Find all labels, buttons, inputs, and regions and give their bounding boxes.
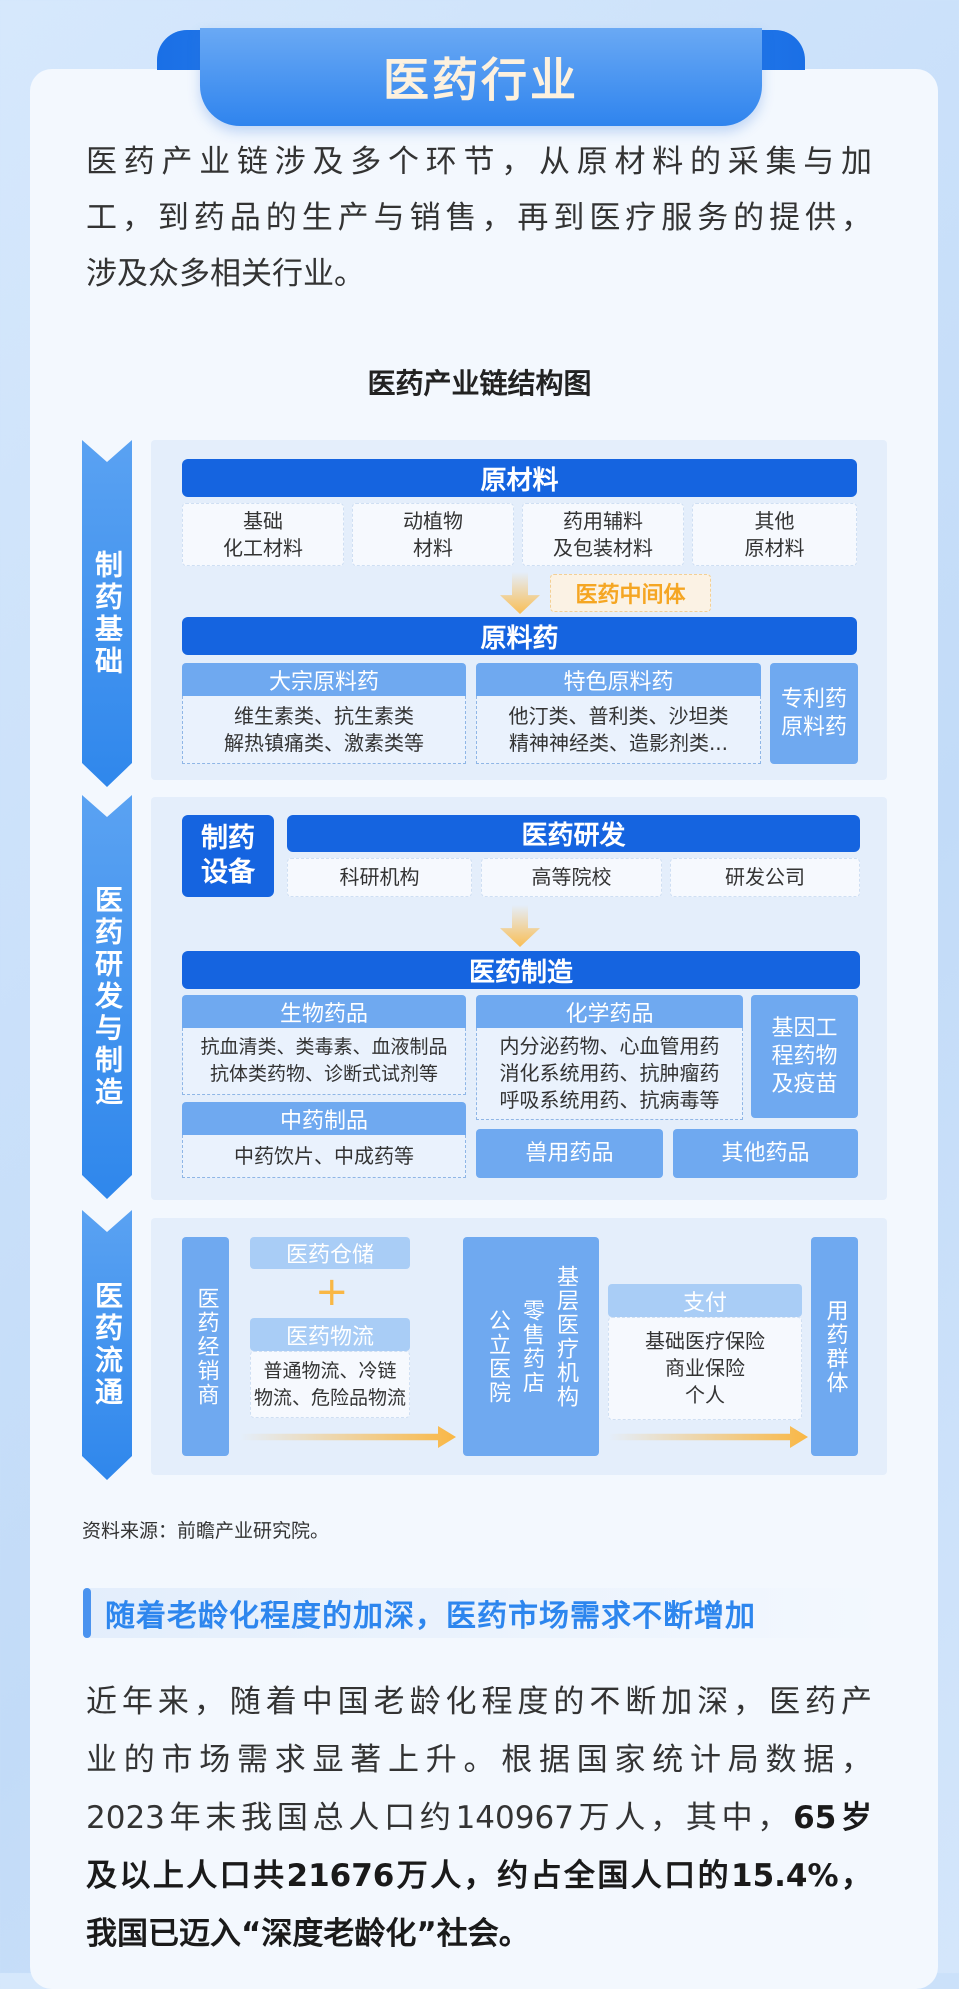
paragraph-line: 近年来，随着中国老龄化程度的不断加深，医药产	[86, 1684, 872, 1720]
diagram-title: 医药产业链结构图	[0, 362, 959, 402]
intermediate-box: 医药中间体	[550, 574, 711, 612]
section-heading: 随着老龄化程度的加深，医药市场需求不断增加	[83, 1588, 887, 1638]
payment-title: 支付	[608, 1284, 802, 1317]
terminal-label: 公立医院	[485, 1308, 510, 1405]
special-api-title: 特色原料药	[476, 663, 761, 696]
source-note: 资料来源：前瞻产业研究院。	[82, 1520, 330, 1542]
distributor-label: 医药经销商	[193, 1286, 219, 1407]
bulk-api-desc: 维生素类、抗生素类 解热镇痛类、激素类等	[182, 696, 466, 764]
material-box: 基础 化工材料	[182, 503, 344, 566]
paragraph-line: 业的市场需求显著上升。根据国家统计局数据，	[86, 1742, 872, 1778]
heading-accent-bar	[83, 1588, 91, 1638]
bio-title: 生物药品	[182, 995, 466, 1028]
diagram-title-text: 医药产业链结构图	[353, 367, 605, 400]
intro-line: 工，到药品的生产与销售，再到医疗服务的提供，	[86, 200, 872, 236]
stage-label: 制药基础	[91, 549, 124, 678]
chem-desc: 内分泌药物、心血管用药 消化系统用药、抗肿瘤药 呼吸系统用药、抗病毒等	[476, 1028, 743, 1120]
section-heading-text: 随着老龄化程度的加深，医药市场需求不断增加	[105, 1599, 756, 1634]
terminals-box: 公立医院 零售药店 基层医疗机构	[463, 1237, 599, 1456]
paragraph-bold-line: 及以上人口共21676万人，约占全国人口的15.4%，	[86, 1858, 872, 1894]
bulk-api-title: 大宗原料药	[182, 663, 466, 696]
equipment-box: 制药 设备	[182, 815, 274, 897]
tcm-desc: 中药饮片、中成药等	[182, 1135, 466, 1178]
page-title: 医药行业	[383, 53, 579, 107]
plus-icon: +	[315, 1269, 349, 1315]
paragraph-line: 2023年末我国总人口约140967万人，其中，65岁	[86, 1789, 872, 1847]
other-drug-box: 其他药品	[673, 1129, 858, 1178]
rd-item: 科研机构	[287, 858, 472, 897]
vet-drug-box: 兽用药品	[476, 1129, 663, 1178]
terminal-label: 零售药店	[519, 1298, 544, 1395]
logistics-desc: 普通物流、冷链 物流、危险品物流	[250, 1351, 410, 1418]
users-label: 用药群体	[822, 1298, 848, 1395]
paragraph-text: 2023年末我国总人口约140967万人，其中，	[86, 1800, 794, 1836]
material-box: 动植物 材料	[352, 503, 514, 566]
intro-line: 医药产业链涉及多个环节，从原材料的采集与加	[86, 144, 872, 180]
chem-title: 化学药品	[476, 995, 743, 1028]
special-api-desc: 他汀类、普利类、沙坦类 精神神经类、造影剂类...	[476, 696, 761, 764]
stage-band-3: 医药流通	[82, 1210, 132, 1480]
manufacturing-bar: 医药制造	[182, 951, 860, 989]
logistics-title: 医药物流	[250, 1318, 410, 1351]
aging-paragraph: 近年来，随着中国老龄化程度的不断加深，医药产 业的市场需求显著上升。根据国家统计…	[86, 1673, 872, 1963]
terminal-label: 基层医疗机构	[553, 1264, 578, 1409]
material-box: 药用辅料 及包装材料	[522, 503, 684, 566]
users-box: 用药群体	[811, 1237, 858, 1456]
gene-drug-box: 基因工 程药物 及疫苗	[751, 995, 858, 1118]
rd-bar: 医药研发	[287, 815, 860, 852]
rd-item: 高等院校	[481, 858, 662, 897]
title-ribbon: 医药行业	[200, 28, 762, 126]
material-box: 其他 原材料	[692, 503, 857, 566]
rd-item: 研发公司	[670, 858, 860, 897]
storage-box: 医药仓储	[250, 1237, 410, 1269]
patent-api-box: 专利药 原料药	[770, 663, 858, 764]
distributor-box: 医药经销商	[182, 1237, 229, 1456]
intro-paragraph: 医药产业链涉及多个环节，从原材料的采集与加 工，到药品的生产与销售，再到医疗服务…	[86, 134, 872, 302]
stage-band-1: 制药基础	[82, 440, 132, 787]
paragraph-bold-line: 我国已迈入“深度老龄化”社会。	[86, 1916, 530, 1952]
tcm-title: 中药制品	[182, 1102, 466, 1135]
stage-label: 医药流通	[91, 1281, 124, 1409]
api-bar: 原料药	[182, 617, 857, 655]
intro-line: 涉及众多相关行业。	[86, 256, 365, 292]
stage-band-2: 医药研发与制造	[82, 795, 132, 1199]
raw-materials-bar: 原材料	[182, 459, 857, 497]
bio-desc: 抗血清类、类毒素、血液制品 抗体类药物、诊断式试剂等	[182, 1028, 466, 1095]
payment-desc: 基础医疗保险 商业保险 个人	[608, 1317, 802, 1420]
paragraph-bold-text: 65岁	[793, 1800, 873, 1836]
stage-label: 医药研发与制造	[91, 885, 124, 1109]
